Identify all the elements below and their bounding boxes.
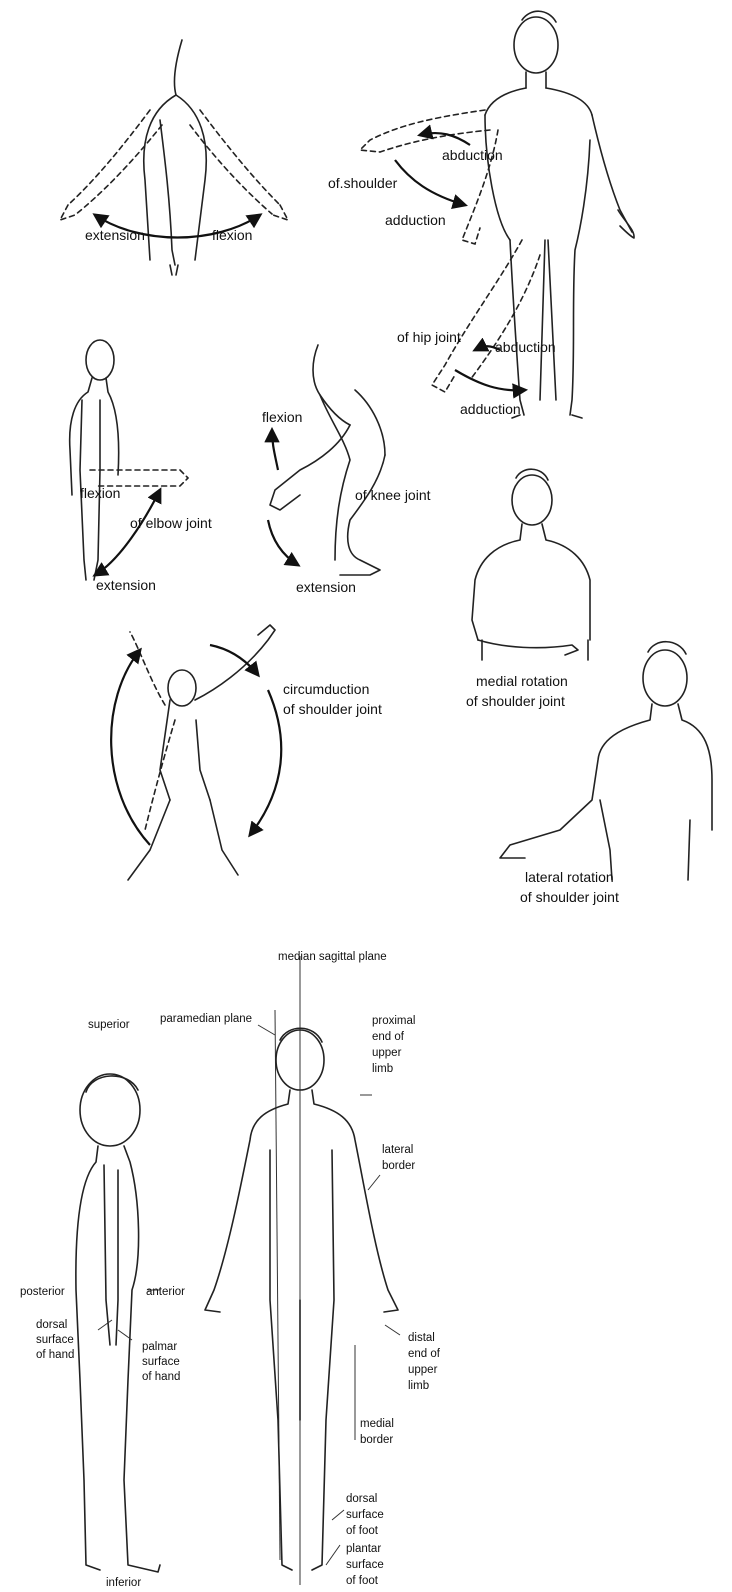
label-proximal-4: limb xyxy=(372,1063,393,1075)
label-abduction-hip: abduction xyxy=(495,339,556,355)
label-palmar-1: palmar xyxy=(142,1341,177,1353)
label-superior: superior xyxy=(88,1019,130,1031)
label-dorsal-hand-1: dorsal xyxy=(36,1319,67,1331)
circumduction-right-arrow xyxy=(250,690,281,835)
circumduction-left-arrow xyxy=(111,650,150,845)
label-dorsal-hand-3: of hand xyxy=(36,1349,74,1361)
circumduction-figure xyxy=(128,625,275,880)
medial-rotation-figure xyxy=(472,469,590,660)
dorsal-foot-leader xyxy=(332,1510,344,1520)
label-lateral-1: lateral xyxy=(382,1144,413,1156)
knee-extension-arrow xyxy=(268,520,298,565)
label-paramedian-plane: paramedian plane xyxy=(160,1013,252,1025)
label-distal-3: upper xyxy=(408,1364,438,1376)
label-of-elbow-joint: of elbow joint xyxy=(130,515,212,531)
distal-leader xyxy=(385,1325,400,1335)
flexed-forearm-dashed xyxy=(90,470,188,486)
label-dorsal-foot-2: surface xyxy=(346,1509,384,1521)
label-plantar-1: plantar xyxy=(346,1543,381,1555)
dorsal-hand-leader xyxy=(98,1320,112,1330)
label-lateral-rotation-2: of shoulder joint xyxy=(520,889,619,905)
label-dorsal-foot-1: dorsal xyxy=(346,1493,377,1505)
label-circumduction-2: of shoulder joint xyxy=(283,701,382,717)
label-dorsal-hand-2: surface xyxy=(36,1334,74,1346)
label-of-shoulder: of.shoulder xyxy=(328,175,398,191)
label-of-hip-joint: of hip joint xyxy=(397,329,461,345)
label-adduction-shoulder: adduction xyxy=(385,212,446,228)
label-palmar-3: of hand xyxy=(142,1371,180,1383)
label-posterior: posterior xyxy=(20,1286,65,1298)
elbow-figure xyxy=(70,340,119,580)
label-proximal-2: end of xyxy=(372,1031,405,1043)
knee-figure xyxy=(270,345,385,575)
knee-flexion-arrow xyxy=(272,430,278,470)
label-knee-flexion: flexion xyxy=(262,409,302,425)
label-plantar-2: surface xyxy=(346,1559,384,1571)
label-knee-extension: extension xyxy=(296,579,356,595)
label-proximal-1: proximal xyxy=(372,1015,415,1027)
label-adduction-hip: adduction xyxy=(460,401,521,417)
elbow-arc-arrow xyxy=(95,490,160,575)
label-medial-rotation: medial rotation xyxy=(476,673,568,689)
paramedian-leader xyxy=(258,1025,275,1035)
label-elbow-flexion: flexion xyxy=(80,485,120,501)
abducted-arm-dashed xyxy=(360,110,490,152)
label-medial-2: border xyxy=(360,1434,393,1446)
side-view-figure xyxy=(76,1074,160,1572)
plantar-leader xyxy=(326,1545,340,1565)
lateral-border-leader xyxy=(368,1175,380,1190)
label-proximal-3: upper xyxy=(372,1047,402,1059)
label-medial-rotation-2: of shoulder joint xyxy=(466,693,565,709)
label-of-knee-joint: of knee joint xyxy=(355,487,431,503)
label-distal-1: distal xyxy=(408,1332,435,1344)
hip-adduction-arrow xyxy=(455,370,525,390)
label-dorsal-foot-3: of foot xyxy=(346,1525,379,1537)
label-anterior: anterior xyxy=(146,1286,185,1298)
label-medial-1: medial xyxy=(360,1418,394,1430)
label-distal-4: limb xyxy=(408,1380,429,1392)
label-elbow-extension: extension xyxy=(96,577,156,593)
abducted-leg-inner-dashed xyxy=(470,255,540,380)
front-standing-figure xyxy=(485,11,634,418)
label-distal-2: end of xyxy=(408,1348,441,1360)
front-view-figure xyxy=(205,1028,398,1570)
label-lateral-2: border xyxy=(382,1160,415,1172)
abducted-leg-dashed xyxy=(432,240,522,392)
label-lateral-rotation: lateral rotation xyxy=(525,869,614,885)
label-palmar-2: surface xyxy=(142,1356,180,1368)
label-abduction-shoulder: abduction xyxy=(442,147,503,163)
label-circumduction: circumduction xyxy=(283,681,369,697)
label-median-sagittal-plane: median sagittal plane xyxy=(278,951,387,963)
label-plantar-3: of foot xyxy=(346,1575,379,1587)
label-inferior: inferior xyxy=(106,1577,141,1589)
label-flexion: flexion xyxy=(212,227,252,243)
label-extension: extension xyxy=(85,227,145,243)
shoulder-adduction-arrow xyxy=(395,160,465,205)
